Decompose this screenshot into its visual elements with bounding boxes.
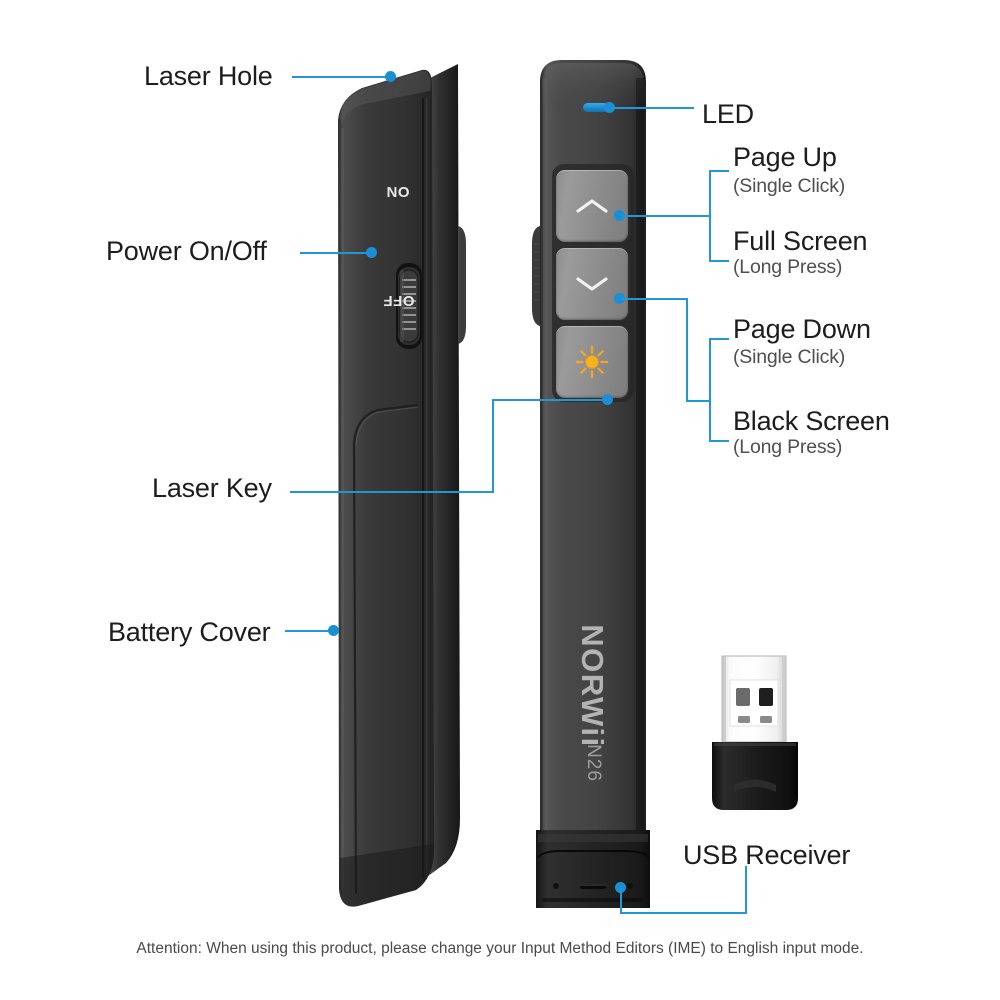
callout-dot-page-up <box>614 210 625 221</box>
callout-dot-laser-hole <box>385 71 396 82</box>
label-led: LED <box>702 99 754 129</box>
leader-battery-cover <box>285 630 333 632</box>
laser-sunburst-icon <box>575 345 609 379</box>
usb-receiver-illustration <box>700 650 810 820</box>
leader-usb-c <box>745 866 747 914</box>
label-usb-receiver: USB Receiver <box>683 840 851 870</box>
leader-page-up-bracket <box>709 170 711 262</box>
callout-dot-page-down <box>614 293 625 304</box>
leader-laser-key-a <box>290 491 494 493</box>
leader-page-up-bottom-arm <box>709 260 729 262</box>
leader-usb-b <box>620 912 747 914</box>
callout-dot-battery-cover <box>328 625 339 636</box>
label-page-down: Page Down <box>733 314 871 344</box>
label-page-up-hint: (Single Click) <box>733 175 846 197</box>
led-indicator <box>583 103 609 112</box>
leader-power <box>300 252 372 254</box>
label-laser-hole: Laser Hole <box>144 61 273 91</box>
leader-page-up-stem <box>622 215 710 217</box>
leader-page-down-stem-a <box>622 298 688 300</box>
page-down-button[interactable] <box>556 248 628 320</box>
callout-dot-usb <box>615 882 626 893</box>
laser-key-button[interactable] <box>556 326 628 398</box>
leader-page-down-bottom-arm <box>709 440 729 442</box>
leader-page-down-top-arm <box>709 338 729 340</box>
label-black-screen: Black Screen <box>733 406 890 436</box>
label-black-screen-hint: (Long Press) <box>733 436 843 458</box>
callout-dot-power <box>366 247 377 258</box>
power-switch-on-label: ON <box>386 183 410 200</box>
leader-led <box>612 107 694 109</box>
label-power-on-off: Power On/Off <box>106 236 267 266</box>
callout-dot-laser-key <box>602 394 613 405</box>
page-up-button[interactable] <box>556 170 628 242</box>
side-view-illustration <box>338 64 466 907</box>
leader-page-up-top-arm <box>709 170 729 172</box>
callout-dot-led <box>604 102 615 113</box>
label-page-down-hint: (Single Click) <box>733 346 846 368</box>
leader-page-down-bracket <box>709 338 711 442</box>
presenter-side-view <box>318 58 478 908</box>
leader-laser-hole <box>292 76 390 78</box>
label-battery-cover: Battery Cover <box>108 617 271 647</box>
leader-page-down-stem-b <box>686 298 688 402</box>
chevron-up-icon <box>576 199 608 213</box>
leader-laser-key-b <box>492 399 494 493</box>
usb-dongle-graphic <box>712 655 798 810</box>
leader-laser-key-c <box>492 399 608 401</box>
attention-note: Attention: When using this product, plea… <box>136 940 864 957</box>
leader-page-down-stem-c <box>686 400 710 402</box>
label-page-up: Page Up <box>733 142 837 172</box>
label-full-screen-hint: (Long Press) <box>733 256 843 278</box>
label-laser-key: Laser Key <box>152 473 272 503</box>
label-full-screen: Full Screen <box>733 226 868 256</box>
power-switch-off-label: OFF <box>383 292 415 309</box>
leader-usb-a <box>620 888 622 914</box>
chevron-down-icon <box>576 277 608 291</box>
